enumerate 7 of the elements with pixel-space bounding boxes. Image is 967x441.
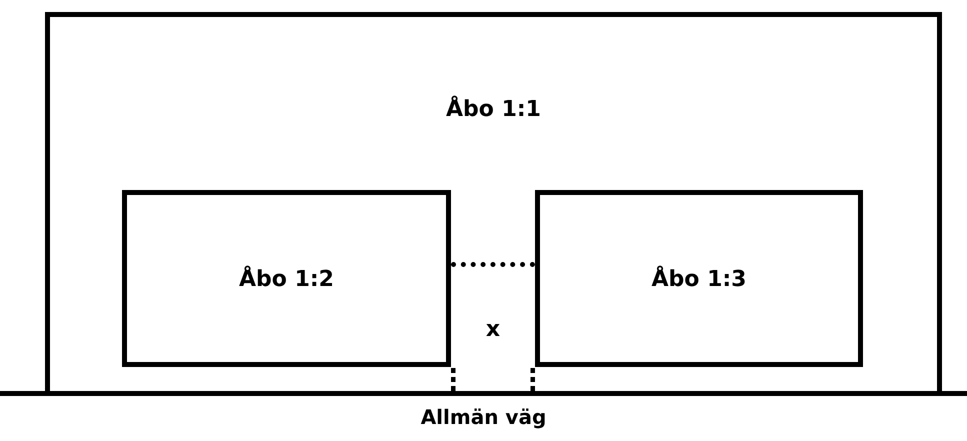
- property-parcel: [122, 190, 451, 367]
- property-parcel: [535, 190, 863, 367]
- parcel-label: Åbo 1:2: [238, 267, 335, 292]
- parcel-label: Åbo 1:3: [650, 267, 748, 292]
- road-label: Allmän väg: [420, 405, 548, 429]
- area-label: x: [484, 317, 502, 342]
- parcel-label: Åbo 1:1: [445, 97, 542, 122]
